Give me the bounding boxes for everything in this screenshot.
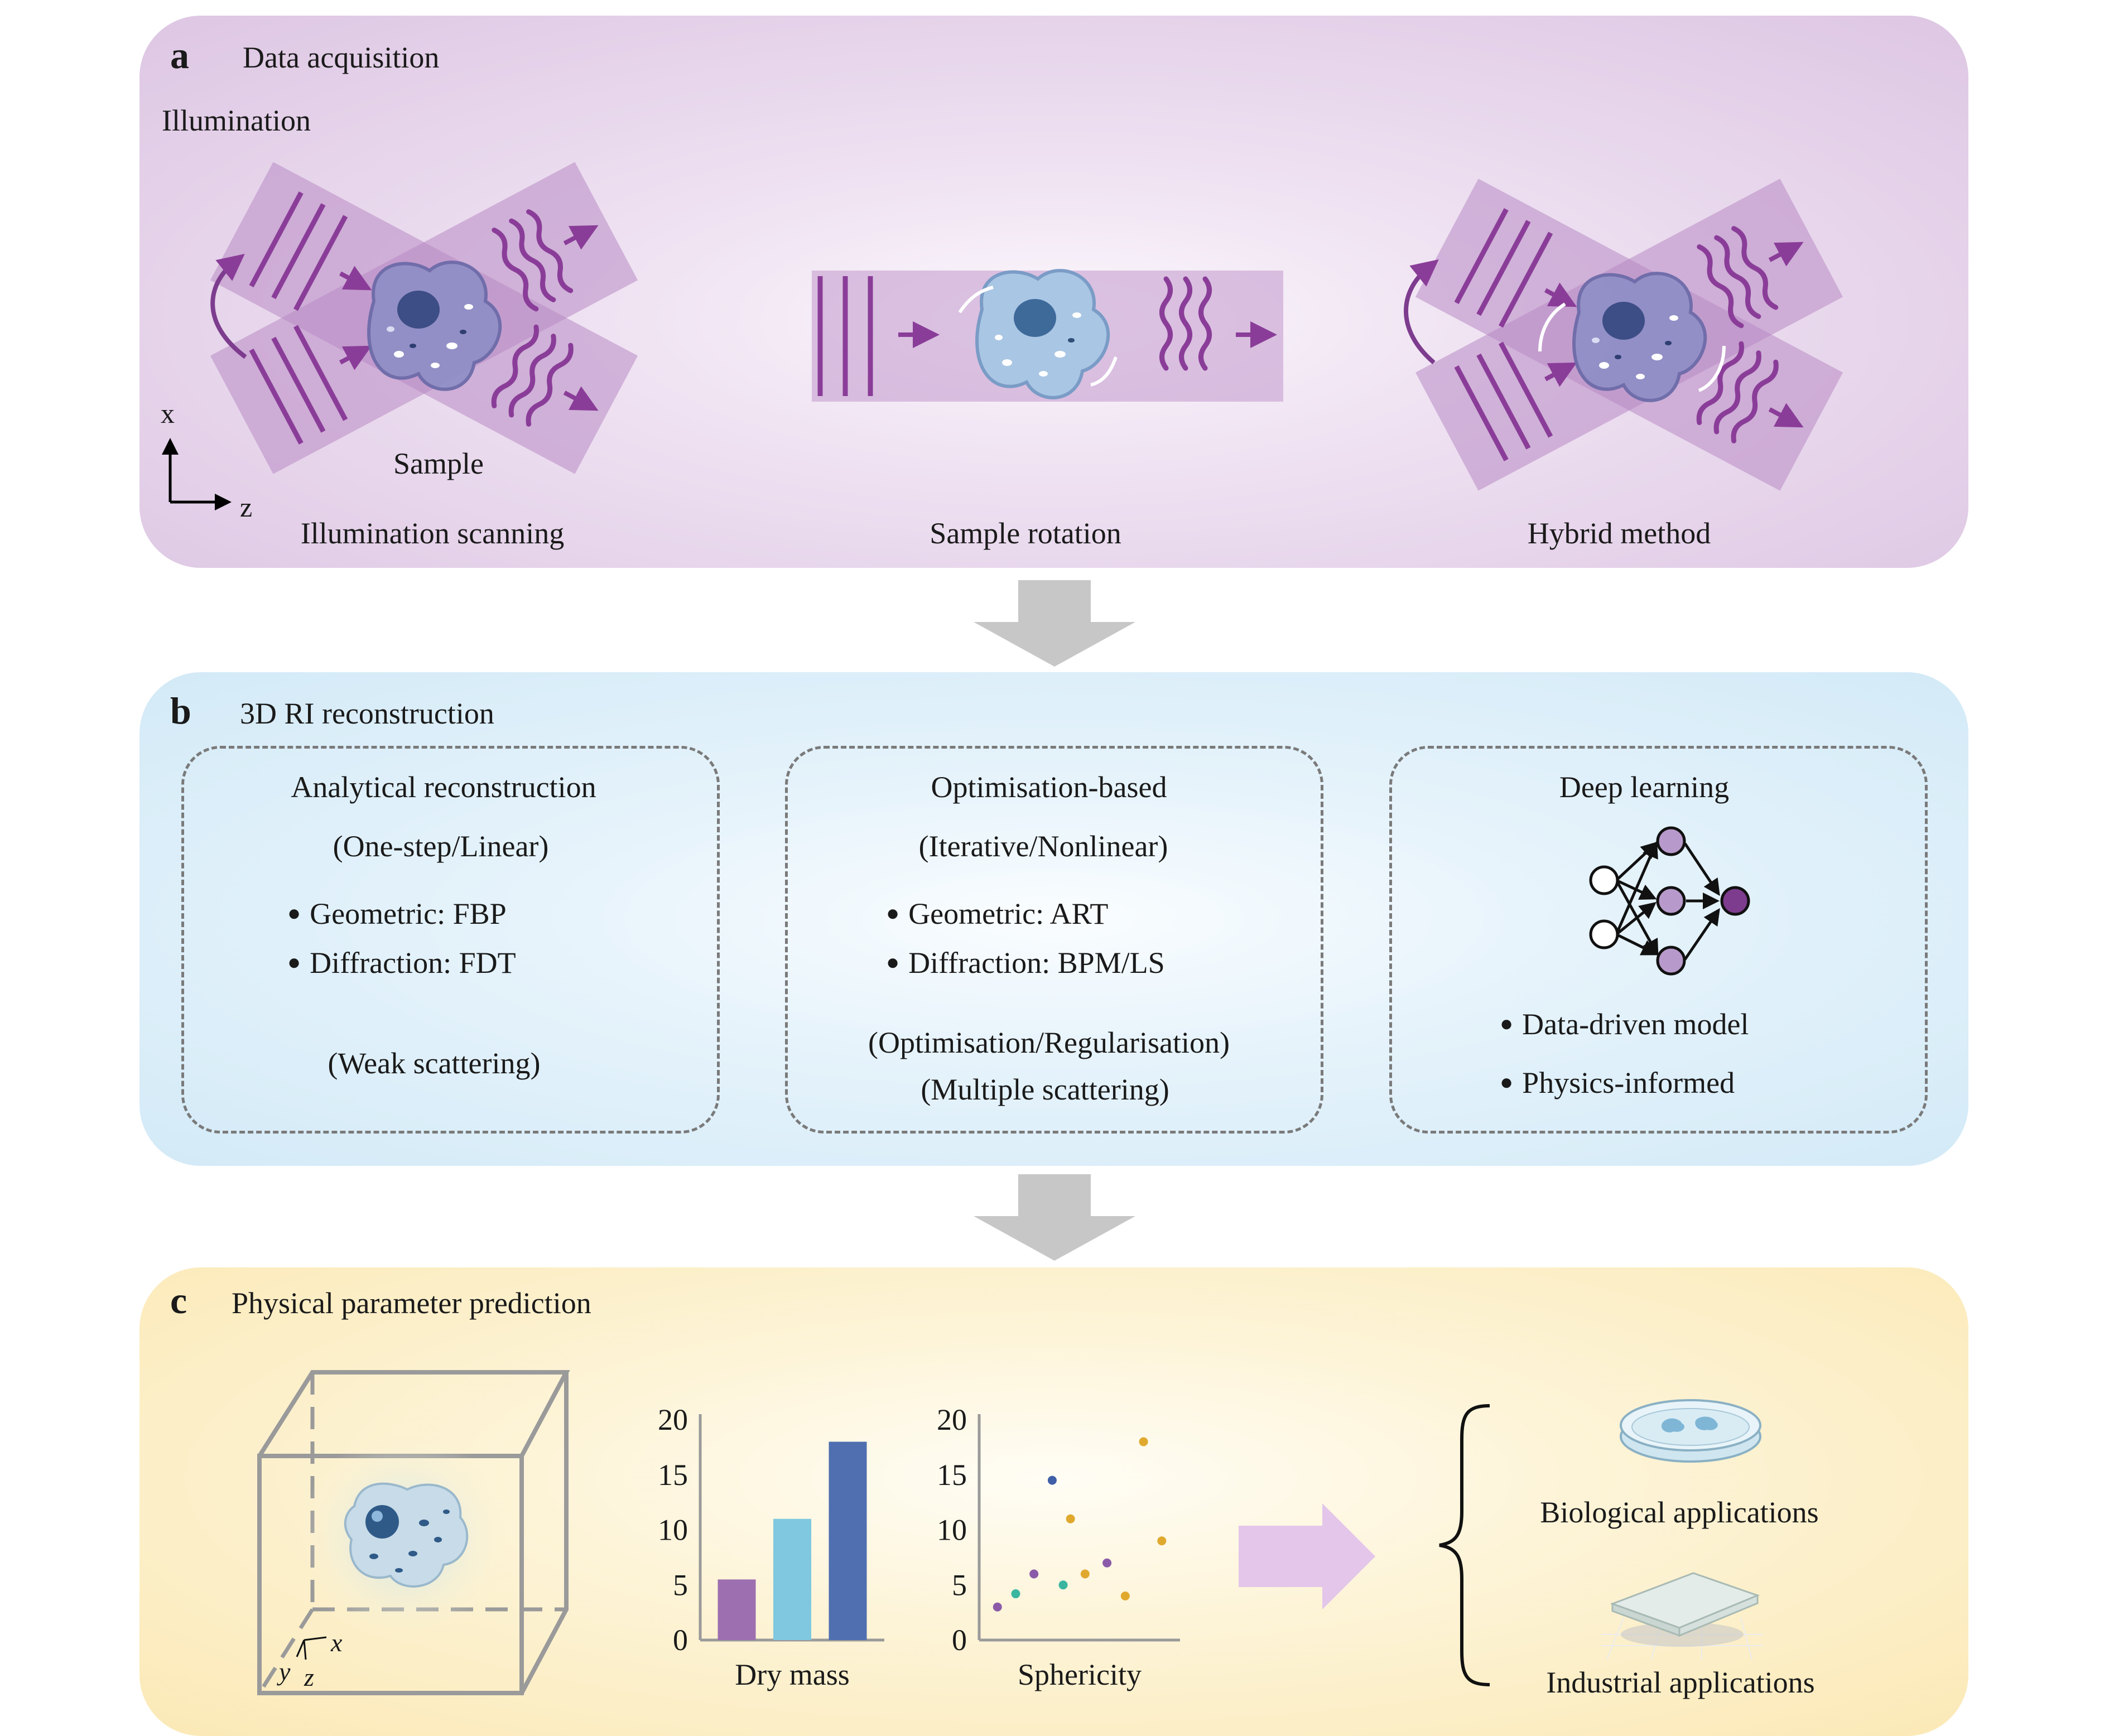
dry-mass-bar: [773, 1518, 811, 1640]
axis-z-label: z: [240, 491, 253, 523]
cube-axis-x: x: [331, 1628, 343, 1657]
sphericity-point: [993, 1602, 1002, 1612]
dry-mass-tick-label: 5: [673, 1568, 688, 1602]
caption-hybrid-method: Hybrid method: [1527, 517, 1711, 550]
sphericity-point: [1139, 1437, 1148, 1446]
sphericity-point: [1058, 1580, 1068, 1590]
dry-mass-tick-label: 10: [658, 1513, 688, 1547]
sphericity-tick-label: 15: [937, 1458, 967, 1492]
box-2-note-optimisation: (Optimisation/Regularisation): [868, 1026, 1230, 1059]
sphericity-x-label: Sphericity: [1018, 1658, 1142, 1691]
dry-mass-bar: [829, 1441, 867, 1640]
sphericity-tick-label: 20: [937, 1403, 967, 1436]
sphericity-point: [1120, 1592, 1130, 1600]
caption-sample-rotation: Sample rotation: [930, 517, 1121, 550]
box-3-title: Deep learning: [1559, 770, 1730, 804]
panel-a-title: Data acquisition: [243, 41, 440, 74]
box-2-note-multiple-scattering: (Multiple scattering): [921, 1073, 1169, 1106]
cube-axis-y: y: [279, 1657, 291, 1686]
panel-b-title: 3D RI reconstruction: [240, 697, 494, 730]
sphericity-point: [1029, 1569, 1039, 1579]
caption-illumination-scanning: Illumination scanning: [300, 517, 565, 550]
box-1-bullet-geometric: Geometric: FBP: [287, 896, 506, 931]
panel-letter-a: a: [170, 34, 189, 76]
box-1-subtitle: (One-step/Linear): [333, 830, 549, 863]
illumination-label: Illumination: [162, 104, 311, 137]
box-2-bullet-diffraction: Diffraction: BPM/LS: [886, 946, 1165, 980]
box-1-bullet-diffraction: Diffraction: FDT: [287, 946, 516, 980]
box-2-subtitle: (Iterative/Nonlinear): [918, 830, 1168, 863]
panel-a-illustration: [162, 162, 1843, 510]
sphericity-point: [1157, 1536, 1167, 1546]
sphericity-point: [1066, 1514, 1075, 1523]
flow-arrow-to-applications: [1239, 1503, 1375, 1609]
box-3-bullet-physics-informed: Physics-informed: [1500, 1065, 1735, 1100]
sphericity-tick-label: 0: [952, 1623, 967, 1657]
panel-letter-b: b: [170, 689, 191, 732]
dry-mass-tick-label: 15: [658, 1458, 688, 1492]
box-analytical-reconstruction: [181, 746, 720, 1134]
sphericity-point: [1080, 1569, 1090, 1579]
panel-letter-c: c: [170, 1279, 187, 1322]
dry-mass-x-label: Dry mass: [735, 1658, 849, 1691]
3d-volume-cube: [257, 1370, 570, 1695]
sphericity-point: [1102, 1558, 1112, 1568]
box-optimisation-based: [785, 746, 1323, 1134]
sphericity-point: [1047, 1475, 1057, 1485]
industrial-applications-label: Industrial applications: [1546, 1666, 1815, 1699]
flow-arrow-a-to-b: [974, 580, 1135, 667]
dry-mass-tick-label: 0: [673, 1623, 688, 1657]
flow-arrow-b-to-c: [974, 1174, 1135, 1261]
box-2-title: Optimisation-based: [931, 770, 1167, 804]
sphericity-tick-label: 5: [952, 1568, 967, 1602]
sphericity-tick-label: 10: [937, 1513, 967, 1547]
box-1-title: Analytical reconstruction: [291, 770, 596, 804]
dry-mass-bar: [718, 1579, 756, 1640]
box-deep-learning: [1389, 746, 1928, 1134]
glass-slab-icon: [1601, 1572, 1763, 1660]
sphericity-point: [1011, 1589, 1020, 1599]
curly-brace: [1439, 1404, 1490, 1686]
neural-network-icon: [1589, 826, 1750, 976]
panel-c-title: Physical parameter prediction: [232, 1286, 591, 1320]
dry-mass-tick-label: 20: [658, 1403, 688, 1436]
axis-x-label: x: [161, 398, 175, 429]
petri-dish-icon: [1620, 1399, 1761, 1463]
cube-axis-z: z: [304, 1663, 314, 1691]
sample-label: Sample: [393, 447, 484, 480]
biological-applications-label: Biological applications: [1540, 1496, 1819, 1529]
box-2-bullet-geometric: Geometric: ART: [886, 896, 1108, 931]
box-3-bullet-data-driven: Data-driven model: [1500, 1007, 1749, 1041]
box-1-note: (Weak scattering): [328, 1047, 541, 1080]
